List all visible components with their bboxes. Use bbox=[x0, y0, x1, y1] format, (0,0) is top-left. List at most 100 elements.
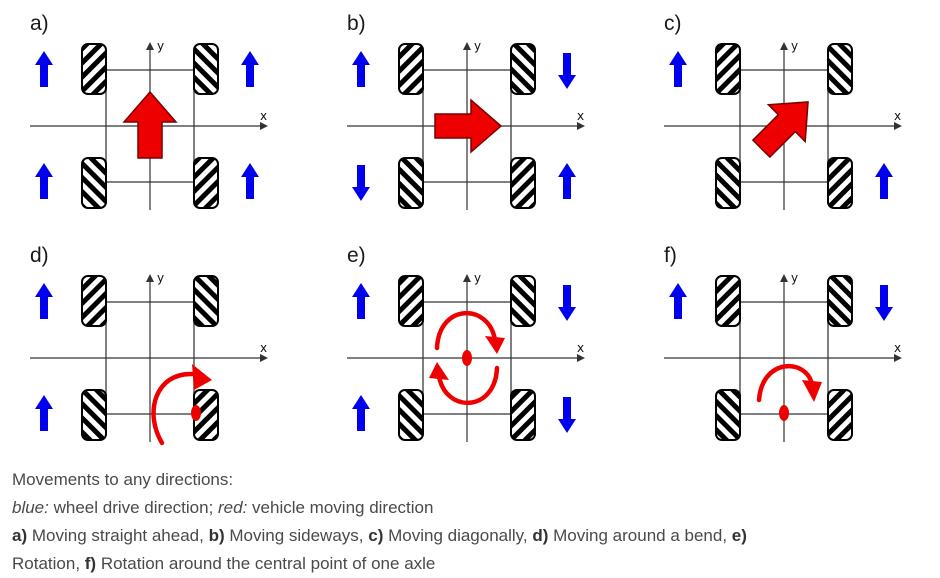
x-axis-arrowhead-b bbox=[577, 122, 585, 130]
rotation-arrow-top-e bbox=[434, 311, 505, 354]
caption-key-b: b) bbox=[208, 526, 225, 545]
y-axis-label-a: y bbox=[157, 39, 164, 53]
x-axis-arrowhead-c bbox=[894, 122, 902, 130]
caption-key-a: a) bbox=[12, 526, 28, 545]
x-axis-arrowhead-e bbox=[577, 354, 585, 362]
wheel-rear-left-c bbox=[715, 157, 741, 209]
rotation-point-d bbox=[191, 405, 201, 421]
panel-f: f) x y bbox=[664, 244, 902, 442]
caption-text-a: Moving straight ahead, bbox=[27, 526, 209, 545]
wheel-rear-right-a bbox=[193, 157, 219, 209]
y-axis-arrowhead-d bbox=[146, 274, 154, 282]
mecanum-movement-diagram: a)xyb)xyc)xyd)xye)xyf)xy bbox=[30, 12, 902, 446]
drive-arrow-front-right-e bbox=[558, 285, 576, 321]
drive-arrow-front-right-a bbox=[241, 51, 259, 87]
drive-arrow-front-right-f bbox=[875, 285, 893, 321]
x-axis-arrowhead-d bbox=[260, 354, 268, 362]
wheel-front-left-e bbox=[398, 275, 424, 327]
y-axis-label-b: y bbox=[474, 39, 481, 53]
wheel-rear-right-e bbox=[510, 389, 536, 441]
x-axis-label-c: x bbox=[894, 109, 901, 123]
drive-arrow-front-left-e bbox=[352, 283, 370, 319]
panel-a: a)xy bbox=[30, 12, 268, 210]
drive-arrow-front-left-c bbox=[669, 51, 687, 87]
caption-title: Movements to any directions: bbox=[12, 470, 234, 489]
motion-arrow-a bbox=[122, 90, 178, 159]
wheel-rear-left-f bbox=[715, 389, 741, 441]
caption-text-d: Moving around a bend, bbox=[548, 526, 732, 545]
drive-arrow-front-left-a bbox=[35, 51, 53, 87]
y-axis-arrowhead-f bbox=[780, 274, 788, 282]
motion-arrow-b bbox=[434, 98, 503, 154]
wheel-front-right-c bbox=[827, 43, 853, 95]
caption-key-f: f) bbox=[84, 554, 97, 573]
caption-text-e: Rotation, bbox=[12, 554, 85, 573]
drive-arrow-rear-left-b bbox=[352, 165, 370, 201]
motion-arrow-d-shaft bbox=[151, 371, 195, 446]
panel-label-b: b) bbox=[347, 12, 366, 35]
panel-label-c: c) bbox=[664, 12, 682, 35]
panels: a)xyb)xyc)xyd)xye)xyf)xy bbox=[30, 12, 902, 446]
panel-label-f: f) bbox=[664, 244, 677, 267]
wheel-rear-right-c bbox=[827, 157, 853, 209]
wheel-rear-right-f bbox=[827, 389, 853, 441]
drive-arrow-front-left-d bbox=[35, 283, 53, 319]
drive-arrow-rear-left-d bbox=[35, 395, 53, 431]
x-axis-label-e: x bbox=[577, 341, 584, 355]
caption-line-3: a) Moving straight ahead, b) Moving side… bbox=[12, 522, 932, 550]
x-axis-label-a: x bbox=[260, 109, 267, 123]
motion-arrow-d-head bbox=[192, 364, 212, 390]
y-axis-label-d: y bbox=[157, 271, 164, 285]
wheel-front-left-b bbox=[398, 43, 424, 95]
rotation-point-f bbox=[779, 405, 789, 421]
legend-red-key: red: bbox=[218, 498, 248, 517]
caption-text-b: Moving sideways, bbox=[224, 526, 369, 545]
wheel-rear-left-d bbox=[81, 389, 107, 441]
y-axis-label-c: y bbox=[791, 39, 798, 53]
rotation-arrow-top-e-head bbox=[485, 336, 505, 354]
wheel-front-left-a bbox=[81, 43, 107, 95]
wheel-rear-left-b bbox=[398, 157, 424, 209]
panel-c: c) x y bbox=[664, 12, 902, 210]
wheel-front-left-c bbox=[715, 43, 741, 95]
x-axis-label-d: x bbox=[260, 341, 267, 355]
caption-line-1: Movements to any directions: bbox=[12, 466, 932, 494]
drive-arrow-rear-right-a bbox=[241, 163, 259, 199]
legend-red-text: vehicle moving direction bbox=[247, 498, 434, 517]
y-axis-arrowhead-c bbox=[780, 42, 788, 50]
drive-arrow-rear-right-b bbox=[558, 163, 576, 199]
panel-b: b) x y bbox=[347, 12, 585, 210]
x-axis-arrowhead-a bbox=[260, 122, 268, 130]
x-axis-label-f: x bbox=[894, 341, 901, 355]
caption-text-f: Rotation around the central point of one… bbox=[96, 554, 436, 573]
drive-arrow-rear-right-c bbox=[875, 163, 893, 199]
panel-d: d) x y bbox=[30, 244, 268, 446]
wheel-front-right-f bbox=[827, 275, 853, 327]
y-axis-arrowhead-a bbox=[146, 42, 154, 50]
y-axis-arrowhead-e bbox=[463, 274, 471, 282]
drive-arrow-front-right-b bbox=[558, 53, 576, 89]
drive-arrow-front-left-f bbox=[669, 283, 687, 319]
rotation-arrow-f-head bbox=[802, 380, 822, 402]
motion-arrow-c bbox=[751, 101, 809, 159]
rotation-arrow-top-e-shaft bbox=[434, 311, 498, 351]
caption: Movements to any directions: blue: wheel… bbox=[12, 466, 932, 578]
rotation-center-e bbox=[462, 350, 472, 366]
drive-arrow-rear-left-e bbox=[352, 395, 370, 431]
wheel-front-right-a bbox=[193, 43, 219, 95]
caption-line-4: Rotation, f) Rotation around the central… bbox=[12, 550, 932, 578]
panel-label-d: d) bbox=[30, 244, 49, 267]
motion-arrow-d bbox=[151, 364, 212, 446]
caption-text-c: Moving diagonally, bbox=[383, 526, 533, 545]
wheel-rear-left-a bbox=[81, 157, 107, 209]
rotation-arrow-bottom-e bbox=[429, 362, 500, 405]
y-axis-label-f: y bbox=[791, 271, 798, 285]
y-axis-arrowhead-b bbox=[463, 42, 471, 50]
rotation-arrow-bottom-e-shaft bbox=[436, 365, 500, 405]
x-axis-label-b: x bbox=[577, 109, 584, 123]
wheel-rear-right-b bbox=[510, 157, 536, 209]
wheel-front-left-d bbox=[81, 275, 107, 327]
y-axis-label-e: y bbox=[474, 271, 481, 285]
rotation-arrow-f-shaft bbox=[756, 363, 815, 403]
wheel-front-right-b bbox=[510, 43, 536, 95]
